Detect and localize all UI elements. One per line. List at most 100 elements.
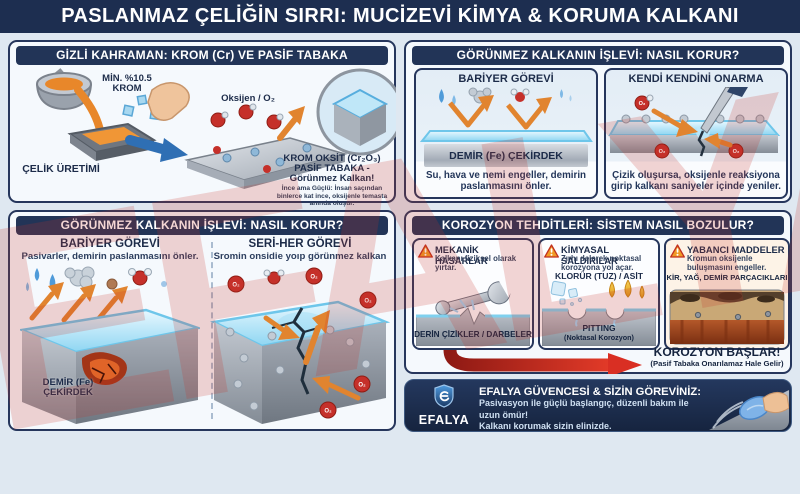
scratch-crack (697, 130, 706, 157)
threat2-caption-sub: (Noktasal Korozyon) (564, 333, 634, 342)
mist-dot (161, 281, 167, 287)
threat2-desc: Zırhı delerek noktasal korozyona yol aça… (561, 254, 642, 272)
threat3-caption: KİR, YAĞ, DEMİR PARÇACIKLARI (666, 273, 788, 282)
threat1-title: MEKANİK HASARLAR (435, 244, 488, 266)
steel-core-icon (610, 135, 778, 153)
banner-heading: EFALYA GÜVENCESİ & SİZİN GÖREVİNİZ: (479, 386, 701, 398)
cloud-icon (64, 266, 95, 289)
iron-core-bar: DEMİR (Fe) ÇEKİRDEK (424, 144, 588, 167)
corrosion-arrow-icon (443, 349, 642, 374)
barrier-card: BARİYER GÖREVİ DEMİR (Fe) ÇEKİRDEK Su, h… (414, 68, 598, 199)
threat2-mid-label: KLORÜR (TUZ) / ASİT (555, 271, 643, 281)
self-healing-caption: Çizik oluşursa, oksijenle reaksiyona gir… (611, 170, 781, 193)
chromium-min-label: MİN. %10.5 KROM (102, 73, 152, 95)
dirt-rust-illustration (669, 289, 785, 345)
process-arrow-icon (125, 135, 188, 162)
hand-icon (762, 392, 789, 414)
water-molecule-icon (263, 269, 285, 285)
banner-line1: Pasivasyon ile güçlü başlangıç, düzenli … (479, 398, 689, 420)
acid-drops-icon (609, 280, 645, 299)
threat3-desc: Kromun oksijenle buluşmasını engeller. (687, 254, 767, 272)
panel-shield2-header: GÖRÜNMEZ KALKANIN İŞLEVİ: NASIL KORUR? (16, 216, 388, 235)
heal2-subtitle: Sromin onsidie yoıp görünmez kalkan (213, 251, 387, 262)
banner-text: EFALYA GÜVENCESİ & SİZİN GÖREVİNİZ: Pasi… (479, 386, 707, 433)
threat-card-chemical: KİMYASAL SALDIRILAR Zırhı delerek noktas… (538, 238, 660, 350)
passive-layer-icon (419, 130, 593, 142)
self-healing-illustration: O₂ O₂ O₂ (608, 87, 781, 159)
oxide-line2: PASİF TABAKA - (294, 163, 370, 175)
self-healing-half: SERİ-HER GÖREVİ Sromin onsidie yoıp görü… (208, 238, 392, 430)
barrier-caption: Su, hava ve nemi engeller, demirin pasla… (425, 170, 587, 193)
self-healing-title: KENDİ KENDİNİ ONARMA (628, 73, 764, 85)
oxygen-molecules-icon (210, 103, 284, 130)
oxygen-molecules-icon: O₂ O₂ O₂ O₂ O₂ (227, 267, 377, 419)
repair-arrows-icon (263, 310, 361, 401)
svg-text:O₂: O₂ (310, 275, 318, 281)
banner-line2: Kalkanı korumak sizin elinizde. (479, 421, 612, 432)
svg-text:O₂: O₂ (639, 101, 646, 107)
page-title: PASLANMAZ ÇELİĞİN SIRRI: MUCİZEVİ KİMYA … (61, 5, 739, 27)
oxygen-molecules-icon: O₂ O₂ O₂ (634, 94, 744, 159)
steel-left-face (214, 322, 262, 424)
chromium-atoms-icon (621, 114, 765, 124)
reaction-arrow-icon (277, 106, 305, 141)
panel-corrosion-threats: KOROZYON TEHDİTLERİ: SİSTEM NASIL BOZULU… (404, 210, 792, 374)
svg-text:O₂: O₂ (733, 149, 740, 155)
pit-drips (575, 319, 616, 327)
scratch-tool-icon (700, 87, 748, 134)
dirt-blobs (680, 292, 775, 303)
salt-crystals-icon (550, 280, 583, 306)
metal-particles-icon (694, 310, 772, 321)
corrosion-result-title: KOROZYON BAŞLAR! (653, 345, 781, 359)
wrench-icon (435, 280, 516, 316)
water-molecule-icon (128, 268, 152, 286)
barrier-title: BARİYER GÖREVİ (458, 73, 554, 85)
threat-card-mechanical: MEKANİK HASARLAR Kalkanı fiziksel olarak… (412, 238, 534, 350)
threat2-title: KİMYASAL SALDIRILAR (561, 244, 618, 266)
repair-arrows-icon (651, 108, 733, 149)
barrier2-subtitle: Pasivarler, demirin paslanmasını önler. (21, 251, 199, 262)
bounce-arrows-icon (448, 95, 552, 130)
panel-chromium-passive-layer: GİZLİ KAHRAMAN: KROM (Cr) VE PASİF TABAK… (8, 40, 396, 207)
efalya-banner: EFALYA EFALYA GÜVENCESİ & SİZİN GÖREVİNİ… (404, 379, 792, 432)
shield-icon (434, 384, 454, 408)
oxide-line1: KROM OKSİT (Cr₂O₃) (283, 153, 381, 164)
threat3-title: YABANCI MADDELER (687, 244, 785, 255)
corrosion-result-sub: (Pasif Tabaka Onarılamaz Hale Gelir) (650, 358, 784, 368)
steel-production-label: ÇELİK ÜRETİMİ (22, 163, 100, 175)
efalya-brand-text: EFALYA (418, 413, 470, 427)
wrench-damage-illustration (416, 280, 530, 346)
barrier2-illustration (20, 266, 200, 424)
chromium-oxide-caption: KROM OKSİT (Cr₂O₃) PASİF TABAKA - Görünm… (270, 153, 394, 208)
iron-core-label: DEMİR (Fe) ÇEKİRDEK (42, 377, 94, 399)
threat-card-foreign-matter: YABANCI MADDELER Kromun oksijenle buluşm… (664, 238, 790, 350)
panel-shield-function-bottom: GÖRÜNMEZ KALKANIN İŞLEVİ: NASIL KORUR? B… (8, 210, 396, 431)
panel-threats-header: KOROZYON TEHDİTLERİ: SİSTEM NASIL BOZULU… (412, 216, 784, 235)
warning-icon (670, 244, 685, 258)
dust-particle-icon (106, 278, 118, 290)
steel-production-illustration (36, 68, 396, 189)
steel-plate-icon (184, 137, 348, 189)
oxide-line3: Görünmez Kalkan! (289, 173, 375, 185)
barrier2-title: BARİYER GÖREVİ (60, 238, 160, 250)
svg-text:O₂: O₂ (659, 149, 666, 155)
impact-sparks (449, 299, 475, 313)
threat2-caption: PITTING (582, 323, 616, 333)
svg-text:O₂: O₂ (358, 383, 366, 389)
polish-arcs (712, 401, 744, 429)
rust-streaks (680, 320, 770, 344)
threat1-caption: DERİN ÇİZİKLER / DARBELER (414, 330, 532, 339)
barrier-illustration (419, 87, 593, 142)
panel-shield-function-top: GÖRÜNMEZ KALKANIN İŞLEVİ: NASIL KORUR? B… (404, 40, 792, 203)
pitted-steel-surface (542, 309, 656, 346)
pitting-illustration (542, 280, 656, 346)
steel-left-face (22, 330, 76, 424)
self-healing-card: KENDİ KENDİNİ ONARMA O₂ O₂ O₂ (604, 68, 788, 199)
torn-steel-surface (416, 307, 530, 346)
half-divider (211, 242, 213, 419)
panel-chromium-header: GİZLİ KAHRAMAN: KROM (Cr) VE PASİF TABAK… (16, 46, 388, 65)
heal2-illustration: O₂ O₂ O₂ O₂ O₂ (210, 267, 390, 424)
warning-icon (544, 244, 559, 258)
oxide-note: İnce ama Güçlü: İnsan saçından binlerce … (276, 185, 388, 208)
threat1-desc: Kalkanı fiziksel olarak yırtar. (435, 254, 517, 272)
